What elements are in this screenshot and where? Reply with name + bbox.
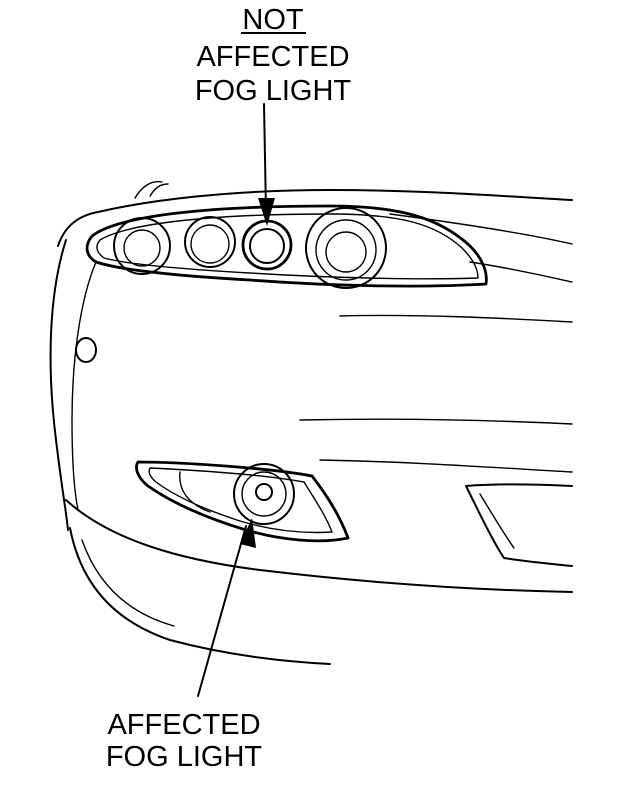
headlight-high-beam (184, 216, 236, 268)
not-affected-callout: NOT AFFECTED FOG LIGHT (195, 4, 352, 107)
hood-crease-2 (149, 183, 169, 197)
headlight-housing-inner (96, 213, 479, 280)
hood-crease (134, 180, 163, 199)
lower-fog-housing (135, 460, 350, 543)
not-affected-line1: NOT (242, 4, 304, 36)
headlight-right-lamp (305, 207, 387, 289)
not-affected-arrowhead (258, 198, 275, 226)
lower-fog-light-assembly (135, 460, 350, 543)
chin-spoiler-inner (81, 539, 175, 627)
front-character-line-2 (299, 418, 573, 425)
headlight-low-beam-inner (123, 229, 161, 267)
affected-line1: AFFECTED (107, 709, 260, 741)
headlight-right-lamp-inner (325, 231, 367, 273)
not-affected-line3: FOG LIGHT (195, 75, 352, 107)
hood-edge (57, 189, 573, 247)
callout-arrows (197, 103, 275, 697)
lower-fog-housing-inner (148, 467, 333, 534)
affected-arrowhead (240, 518, 256, 548)
bumper-inner-contour (71, 261, 97, 511)
car-front-illustration (49, 180, 573, 665)
affected-callout: AFFECTED FOG LIGHT (106, 709, 263, 773)
front-character-line (339, 314, 573, 323)
right-intake (465, 483, 573, 567)
lower-fog-lens (233, 463, 295, 525)
headlight-housing (85, 204, 488, 288)
not-affected-line2: AFFECTED (196, 41, 349, 73)
side-marker (75, 337, 97, 363)
not-affected-arrow-line (263, 103, 267, 213)
affected-arrow-line (197, 525, 247, 697)
fender-line (389, 213, 573, 245)
chin-spoiler (69, 527, 331, 665)
headlight-right-lamp-ring (315, 219, 377, 281)
right-intake-inner (479, 493, 515, 549)
headlight-high-beam-inner (190, 224, 230, 264)
lower-fog-reflector (179, 471, 211, 513)
bumper-lower-sweep (65, 499, 573, 593)
lower-fog-lens-ring (241, 471, 287, 517)
bumper-side-contour (49, 239, 69, 531)
front-character-line-3 (319, 459, 573, 473)
upper-fog-light-inner (249, 228, 285, 264)
affected-line2: FOG LIGHT (106, 741, 263, 773)
lower-fog-bulb (255, 483, 273, 501)
headlight-low-beam (113, 217, 171, 275)
headlight-cluster (85, 204, 488, 289)
